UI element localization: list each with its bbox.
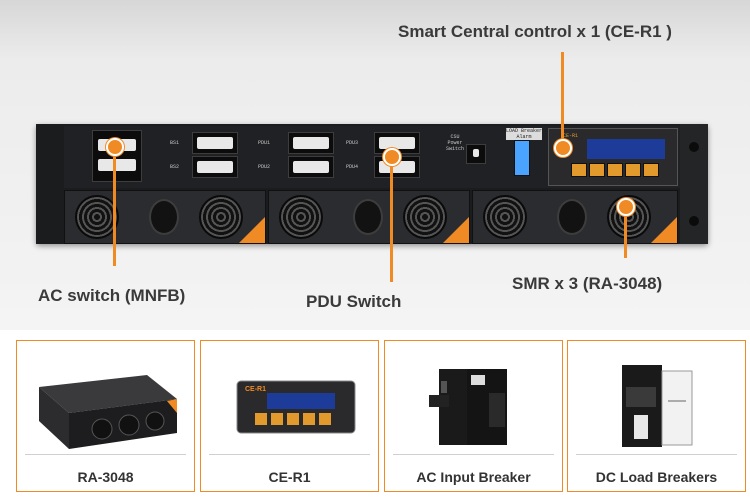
bs1-label: BS1 (170, 140, 180, 146)
ce-callout-line (561, 52, 564, 144)
ac-callout-line (113, 148, 116, 266)
bs2-breaker[interactable] (192, 156, 238, 178)
rectifier-module-icon (39, 375, 177, 449)
fan-icon (75, 195, 119, 239)
fan-icon (403, 195, 447, 239)
dc-breaker-icon (622, 365, 693, 447)
controller-button-2[interactable] (589, 163, 605, 177)
card-divider (576, 454, 737, 455)
bs1-breaker[interactable] (192, 132, 238, 154)
ac-callout-label: AC switch (MNFB) (38, 286, 186, 305)
product-card-ce-r1[interactable]: CE-R1 CE-R1 (200, 340, 379, 492)
csu-power-switch[interactable] (466, 144, 486, 164)
ac-callout-dot (106, 138, 124, 156)
dip-switch[interactable] (514, 140, 530, 176)
product-card-ra3048[interactable]: RA-3048 (16, 340, 195, 492)
controller-module-icon: CE-R1 (236, 380, 356, 434)
csu-label: CSU Power Switch (446, 134, 465, 152)
ce-callout-dot (554, 139, 572, 157)
smr-callout-dot (617, 198, 635, 216)
ce-callout-label: Smart Central control x 1 (CE-R1 ) (398, 22, 672, 41)
rectifier-module-2 (268, 190, 470, 244)
controller-button-up[interactable] (607, 163, 623, 177)
pdu4-label: PDU4 (346, 164, 359, 170)
pdu2-breaker[interactable] (288, 156, 334, 178)
card-label: CE-R1 (268, 469, 311, 485)
accent-corner (443, 217, 469, 243)
controller-button-enter[interactable] (643, 163, 659, 177)
pdu1-breaker[interactable] (288, 132, 334, 154)
smr-callout-line (624, 210, 627, 258)
handle-knob[interactable] (353, 199, 383, 235)
bs2-label: BS2 (170, 164, 180, 170)
controller-button-1[interactable] (571, 163, 587, 177)
rectifier-module-3 (472, 190, 678, 244)
accent-corner (651, 217, 677, 243)
card-label: AC Input Breaker (416, 469, 531, 485)
card-divider (209, 454, 370, 455)
svg-text:CE-R1: CE-R1 (245, 386, 266, 393)
smr-callout-label: SMR x 3 (RA-3048) (512, 274, 663, 293)
product-card-ac-breaker[interactable]: AC Input Breaker (384, 340, 563, 492)
ce-r1-label: CE-R1 (563, 133, 579, 139)
rack-ear-right (680, 124, 708, 244)
handle-knob[interactable] (149, 199, 179, 235)
pdu2-label: PDU2 (258, 164, 271, 170)
fan-icon (199, 195, 243, 239)
fan-icon (279, 195, 323, 239)
fan-icon (483, 195, 527, 239)
controller-button-down[interactable] (625, 163, 641, 177)
load-breaker-alarm-label: LOAD Breaker Alarm (506, 128, 543, 140)
rectifier-module-1 (64, 190, 266, 244)
card-divider (393, 454, 554, 455)
accent-corner (239, 217, 265, 243)
pdu1-label: PDU1 (258, 140, 271, 146)
ac-breaker-icon (429, 369, 507, 445)
controller-display (587, 139, 665, 159)
pdu-callout-label: PDU Switch (306, 292, 402, 311)
ce-r1-controller: CE-R1 (548, 128, 678, 186)
card-divider (25, 454, 186, 455)
card-label: RA-3048 (77, 469, 134, 485)
card-label: DC Load Breakers (595, 469, 718, 485)
handle-knob[interactable] (557, 199, 587, 235)
product-card-dc-breakers[interactable]: DC Load Breakers (567, 340, 746, 492)
fan-icon (607, 195, 651, 239)
pdu-callout-line (390, 160, 393, 282)
pdu-callout-dot (383, 148, 401, 166)
pdu3-label: PDU3 (346, 140, 359, 146)
